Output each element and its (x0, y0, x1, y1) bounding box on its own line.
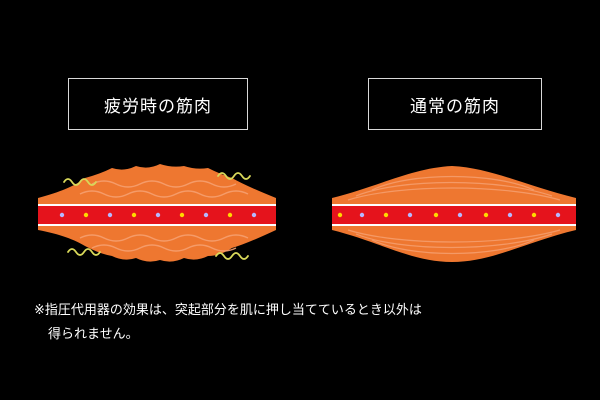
disclaimer-line-2: 得られません。 (48, 327, 139, 342)
normal-blood-vessel (332, 206, 576, 224)
normal-blood-cells (337, 212, 561, 218)
fatigue-squiggle-marks (63, 172, 251, 260)
normal-muscle-fibers (347, 175, 561, 255)
disclaimer-note: ※指圧代用器の効果は、突起部分を肌に押し当てているとき以外は 得られません。 (34, 299, 582, 347)
disclaimer-line-1: ※指圧代用器の効果は、突起部分を肌に押し当てているとき以外は (34, 303, 422, 318)
normal-muscle (332, 166, 576, 262)
normal-muscle-label-box: 通常の筋肉 (368, 78, 542, 130)
tired-muscle-fibers (79, 180, 249, 252)
tired-blood-cells (59, 212, 257, 218)
tired-muscle-label: 疲労時の筋肉 (104, 96, 212, 117)
tired-muscle (38, 164, 276, 262)
normal-muscle-label: 通常の筋肉 (410, 96, 500, 117)
tired-muscle-label-box: 疲労時の筋肉 (68, 78, 248, 130)
